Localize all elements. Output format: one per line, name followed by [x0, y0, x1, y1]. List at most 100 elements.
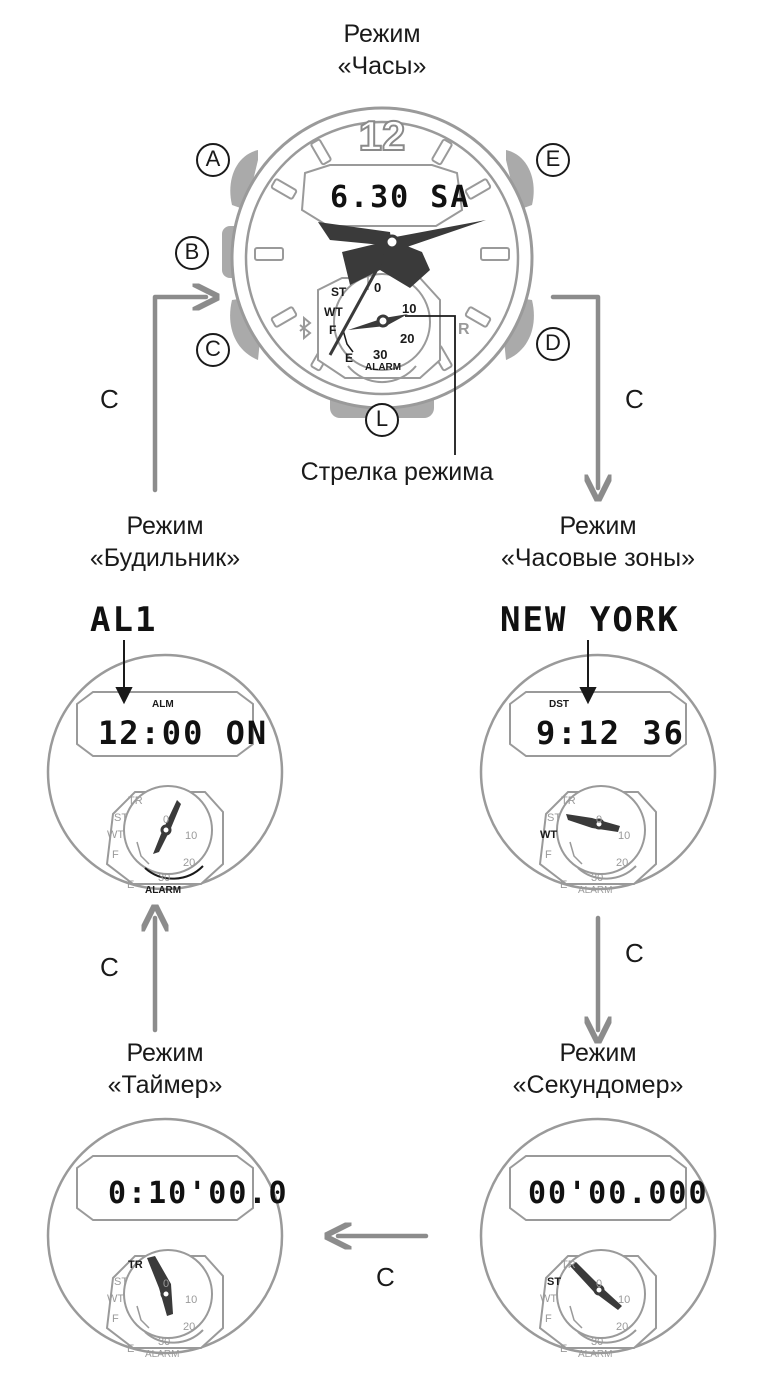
world-mode-title: Режим «Часовые зоны» — [468, 510, 728, 574]
world-sub-0: 0 — [596, 814, 603, 826]
button-e-shape[interactable] — [506, 150, 534, 210]
world-sub-e: E — [560, 879, 568, 891]
button-c-label[interactable]: C — [205, 336, 221, 361]
button-d-shape[interactable] — [504, 298, 534, 360]
alarm-sub-20: 20 — [183, 857, 196, 869]
stopwatch-sub-alarm: ALARM — [578, 1349, 613, 1360]
button-a-shape[interactable] — [230, 150, 258, 210]
main-watch — [175, 106, 570, 455]
world-sub-alarm: ALARM — [578, 885, 613, 896]
main-dial-wt: WT — [324, 305, 343, 319]
mode-arrows — [155, 297, 598, 1236]
mode-hand-leader — [405, 315, 456, 455]
alarm-tag: ALM — [152, 699, 174, 710]
world-lcd: 9:12 36 — [536, 714, 685, 752]
timer-sub-wt: WT — [107, 1293, 125, 1305]
stopwatch-sub-tr: TR — [561, 1259, 576, 1271]
timer-mode-line1: Режим — [126, 1039, 204, 1067]
hour-hand-tail — [342, 240, 430, 288]
main-dial-e: E — [345, 351, 354, 365]
arrow-label-stopwatch-to-timer: C — [376, 1262, 395, 1292]
timer-sub-20: 20 — [183, 1321, 196, 1333]
world-sub-10: 10 — [618, 830, 631, 842]
button-e-circle — [536, 143, 570, 177]
main-dial-10: 10 — [402, 301, 417, 316]
alarm-mode-line1: Режим — [126, 512, 204, 540]
timer-sub-alarm: ALARM — [145, 1349, 180, 1360]
stopwatch-sub-10: 10 — [618, 1294, 631, 1306]
main-dial-st: ST — [331, 285, 347, 299]
timer-sub-30: 30 — [158, 1336, 171, 1348]
world-sub-wt: WT — [540, 829, 558, 841]
arrow-label-alarm-to-clock: C — [100, 384, 119, 414]
button-a-label[interactable]: A — [205, 146, 221, 171]
button-c-shape[interactable] — [230, 298, 260, 360]
button-l-label[interactable]: L — [375, 406, 389, 431]
world-sub-st: ST — [547, 812, 562, 824]
main-dial-0: 0 — [374, 280, 382, 295]
arrow-label-clock-to-world: C — [625, 384, 644, 414]
world-sub-tr: TR — [561, 795, 576, 807]
timer-sub-f: F — [112, 1313, 119, 1325]
timer-mode-title: Режим «Таймер» — [45, 1037, 285, 1101]
button-b-label[interactable]: B — [184, 239, 200, 264]
arrow-label-timer-to-alarm: C — [100, 952, 119, 982]
stopwatch-sub-st: ST — [547, 1276, 562, 1288]
button-c-circle — [196, 333, 230, 367]
clock-mode-line1: Режим — [343, 20, 421, 48]
alarm-sub-0: 0 — [163, 814, 170, 826]
world-sub-20: 20 — [616, 857, 629, 869]
button-a-circle — [196, 143, 230, 177]
main-right-mark: R — [458, 321, 470, 338]
alarm-sub-10: 10 — [185, 830, 198, 842]
timer-mode-line2: «Таймер» — [107, 1071, 223, 1099]
second-hand — [328, 241, 394, 356]
main-number-12: 12 — [358, 111, 407, 160]
world-sub-30: 30 — [591, 872, 604, 884]
timer-sub-10: 10 — [185, 1294, 198, 1306]
alarm-lcd: 12:00 ON — [98, 714, 269, 752]
alarm-sub-f: F — [112, 849, 119, 861]
stopwatch-sub-20: 20 — [616, 1321, 629, 1333]
alarm-mode-title: Режим «Будильник» — [45, 510, 285, 574]
main-dial-f: F — [329, 323, 337, 337]
timer-sub-e: E — [127, 1343, 135, 1355]
stopwatch-dial — [479, 1117, 717, 1355]
main-dial-30: 30 — [373, 347, 388, 362]
world-callout: NEW YORK — [500, 600, 680, 640]
stopwatch-sub-wt: WT — [540, 1293, 558, 1305]
button-l-circle — [365, 403, 399, 437]
world-mode-line2: «Часовые зоны» — [500, 544, 696, 572]
alarm-sub-e: E — [127, 879, 135, 891]
main-lcd-frame — [300, 164, 464, 227]
alarm-sub-30: 30 — [158, 872, 171, 884]
callout-arrows — [115, 640, 597, 705]
alarm-dial — [46, 653, 284, 891]
main-hands — [318, 220, 486, 356]
stopwatch-mode-line2: «Секундомер» — [512, 1071, 684, 1099]
stopwatch-mode-title: Режим «Секундомер» — [468, 1037, 728, 1101]
stopwatch-sub-e: E — [560, 1343, 568, 1355]
minute-hand — [390, 220, 486, 248]
button-e-label[interactable]: E — [545, 146, 561, 171]
alarm-sub-alarm: ALARM — [145, 885, 182, 896]
mode-hand-label: Стрелка режима — [300, 458, 494, 486]
world-mode-line1: Режим — [559, 512, 637, 540]
main-dial-20: 20 — [400, 331, 415, 346]
main-subdial — [317, 273, 441, 383]
alarm-mode-line2: «Будильник» — [89, 544, 241, 572]
alarm-callout: AL1 — [90, 600, 158, 640]
clock-mode-line2: «Часы» — [337, 52, 427, 80]
stopwatch-mode-line1: Режим — [559, 1039, 637, 1067]
stopwatch-sub-0: 0 — [596, 1278, 603, 1290]
arrow-clock-to-world — [550, 294, 598, 488]
button-d-label[interactable]: D — [545, 330, 561, 355]
timer-lcd: 0:10'00.0 — [108, 1176, 289, 1211]
bluetooth-icon — [299, 315, 312, 341]
alarm-sub-wt: WT — [107, 829, 125, 841]
world-tag: DST — [549, 699, 569, 710]
alarm-sub-tr: TR — [128, 795, 143, 807]
button-d-circle — [536, 327, 570, 361]
clock-mode-title: Режим «Часы» — [282, 18, 482, 82]
